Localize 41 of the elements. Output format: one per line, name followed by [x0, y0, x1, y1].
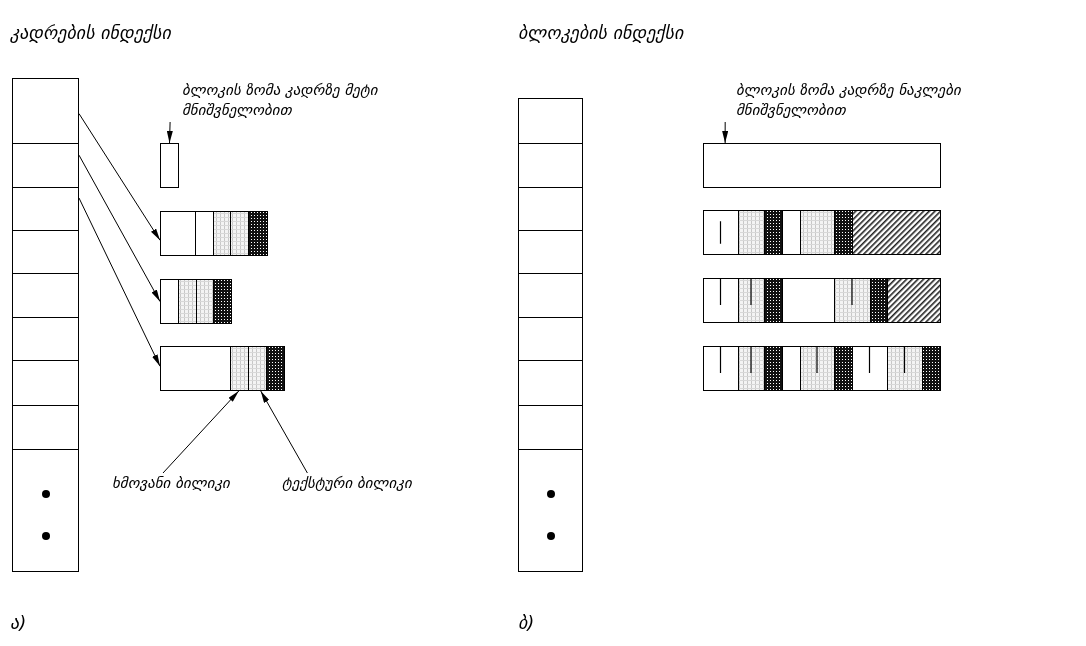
index-cell — [518, 273, 583, 318]
index-cell — [12, 187, 79, 231]
index-cell — [518, 187, 583, 231]
index-cell — [518, 143, 583, 188]
index-cell — [518, 98, 583, 144]
index-cell — [12, 273, 79, 318]
index-cell — [518, 405, 583, 450]
arrow — [260, 390, 308, 474]
segmented-bar — [703, 210, 941, 255]
annotation-text: ტექსტური ბილიკი — [282, 473, 413, 494]
index-cell — [12, 360, 79, 406]
index-cell-with-dots — [518, 449, 583, 572]
index-cell — [12, 230, 79, 274]
index-cell — [518, 230, 583, 274]
index-cell — [518, 360, 583, 406]
index-cell — [12, 317, 79, 361]
segmented-bar — [160, 346, 285, 391]
index-cell — [12, 143, 79, 188]
annotation-text: ბლოკის ზომა კადრზე მეტი მნიშვნელობით — [182, 80, 379, 121]
panel-heading: კადრების ინდექსი — [10, 22, 171, 43]
arrow — [162, 390, 240, 474]
arrow — [78, 197, 161, 367]
segmented-bar — [703, 346, 941, 391]
annotation-text: ბლოკის ზომა კადრზე ნაკლები მნიშვნელობით — [736, 80, 962, 121]
panel-letter: ა) — [10, 612, 27, 633]
index-cell — [160, 143, 179, 188]
annotation-text: ხმოვანი ბილიკი — [112, 473, 231, 494]
segmented-bar — [160, 279, 232, 324]
index-cell — [12, 405, 79, 450]
arrow — [166, 121, 173, 144]
index-cell — [703, 143, 941, 188]
panel-letter: ბ) — [518, 612, 535, 633]
segmented-bar — [703, 278, 941, 323]
panel-heading: ბლოკების ინდექსი — [518, 22, 684, 43]
segmented-bar — [160, 211, 268, 256]
index-cell — [518, 317, 583, 361]
arrow — [78, 113, 161, 241]
index-cell — [12, 78, 79, 144]
arrow — [722, 121, 729, 144]
index-cell-with-dots — [12, 449, 79, 572]
arrow — [78, 154, 161, 302]
